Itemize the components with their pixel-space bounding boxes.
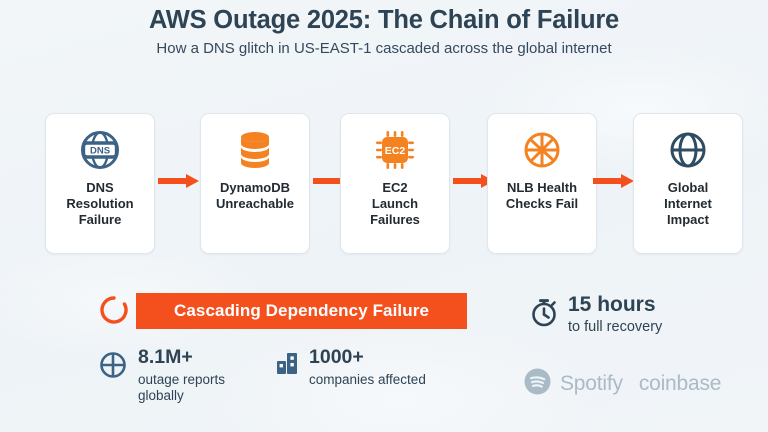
chain-step-global-impact[interactable]: Global Internet Impact (633, 113, 743, 254)
page-title: AWS Outage 2025: The Chain of Failure (148, 6, 620, 34)
globe-grid-icon (98, 350, 128, 385)
network-sphere-icon (519, 127, 565, 173)
page-subtitle: How a DNS glitch in US-EAST-1 cascaded a… (156, 40, 612, 57)
cycle-refresh-icon (98, 294, 130, 326)
stat-value: 1000+ (309, 346, 364, 368)
chain-step-label: NLB Health Checks Fail (505, 180, 579, 211)
chain-step-label: DynamoDB Unreachable (215, 180, 295, 211)
chain-step-dynamodb[interactable]: DynamoDB Unreachable (200, 113, 310, 254)
stat-value: 8.1M+ (138, 346, 193, 368)
svg-text:EC2: EC2 (385, 145, 406, 157)
stat-caption: outage reports globally (138, 371, 226, 403)
cascading-failure-banner: Cascading Dependency Failure (136, 293, 467, 329)
chain-step-label: EC2 Launch Failures (370, 180, 420, 227)
chain-step-label: Global Internet Impact (664, 180, 712, 227)
database-icon (232, 127, 278, 173)
affected-companies-logos: Spotify coinbase (524, 368, 721, 400)
flow-arrow-icon (158, 173, 200, 189)
stat-value: 15 hours (568, 293, 656, 316)
building-icon (275, 350, 301, 381)
chain-step-ec2[interactable]: EC2 EC2 Launch Failures (340, 113, 450, 254)
stat-caption: companies affected (309, 371, 426, 387)
stat-caption: to full recovery (568, 319, 663, 335)
chain-step-dns[interactable]: DNS DNS Resolution Failure (45, 113, 155, 254)
banner-label: Cascading Dependency Failure (173, 301, 430, 320)
logo-spotify: Spotify (524, 368, 623, 400)
spotify-icon (524, 368, 551, 400)
logo-label: Spotify (560, 372, 623, 395)
svg-text:DNS: DNS (90, 146, 110, 157)
stat-recovery-time: 15 hours to full recovery (528, 294, 662, 337)
stopwatch-icon (528, 296, 560, 333)
logo-coinbase: coinbase (638, 372, 722, 396)
logo-label: coinbase (638, 372, 722, 395)
dns-globe-icon: DNS (77, 127, 123, 173)
failure-chain: DNS DNS Resolution Failure (0, 113, 768, 255)
stat-outage-reports: 8.1M+ outage reports globally (98, 346, 226, 404)
flow-arrow-icon (593, 173, 635, 189)
chain-step-label: DNS Resolution Failure (66, 180, 134, 227)
cpu-chip-icon: EC2 (372, 127, 418, 173)
stat-companies-affected: 1000+ companies affected (275, 346, 426, 388)
chain-step-nlb[interactable]: NLB Health Checks Fail (487, 113, 597, 254)
globe-icon (665, 127, 711, 173)
